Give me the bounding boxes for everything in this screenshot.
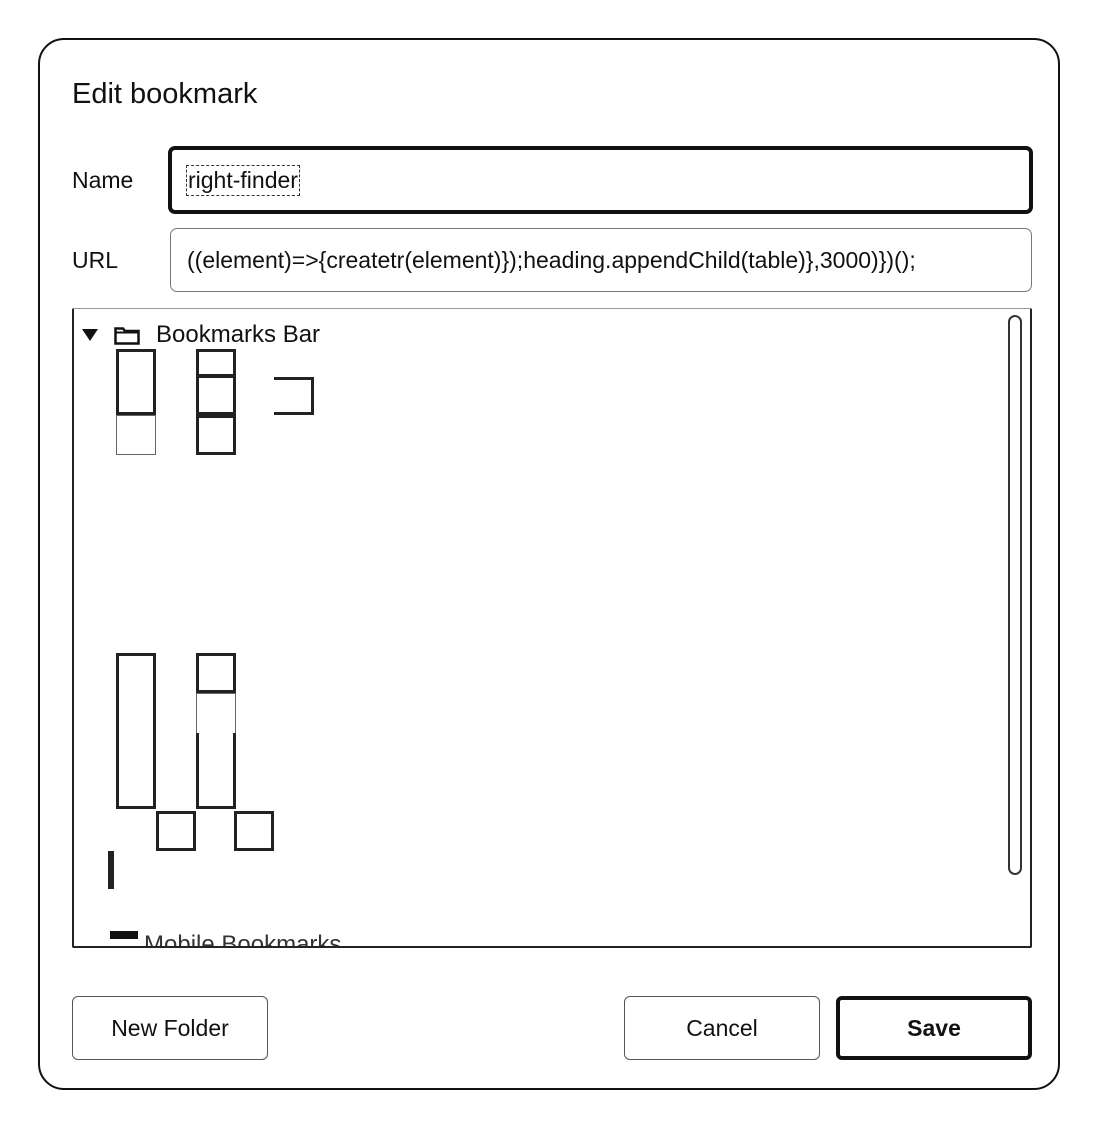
tree-item-label: Mobile Bookmarks: [144, 931, 342, 948]
render-artifact: [196, 733, 236, 809]
render-artifact: [108, 851, 114, 889]
folder-tree[interactable]: Bookmarks Bar Mobile Bookmarks: [72, 308, 1032, 948]
url-input-value: ((element)=>{createtr(element)});heading…: [187, 246, 916, 273]
name-input[interactable]: right-finder: [168, 146, 1033, 214]
tree-scrollbar[interactable]: [1008, 315, 1022, 875]
render-artifact: [196, 349, 236, 377]
expand-triangle-icon[interactable]: [82, 329, 98, 341]
url-input[interactable]: ((element)=>{createtr(element)});heading…: [170, 228, 1032, 292]
name-input-value: right-finder: [186, 164, 300, 196]
tree-item-label: Bookmarks Bar: [156, 321, 321, 348]
render-artifact: [196, 375, 236, 415]
render-artifact: [196, 653, 236, 693]
name-label: Name: [72, 167, 134, 193]
render-artifact: [196, 693, 236, 733]
cancel-button[interactable]: Cancel: [624, 996, 820, 1060]
render-artifact: [116, 653, 156, 809]
save-button[interactable]: Save: [836, 996, 1032, 1060]
url-label: URL: [72, 247, 119, 273]
render-artifact: [116, 349, 156, 415]
render-artifact: [156, 811, 196, 851]
new-folder-button[interactable]: New Folder: [72, 996, 268, 1060]
render-artifact: [274, 377, 314, 415]
render-artifact: [116, 415, 156, 455]
folder-icon: [110, 931, 138, 939]
render-artifact: [234, 811, 274, 851]
tree-item-mobile-bookmarks[interactable]: Mobile Bookmarks: [110, 931, 342, 948]
tree-item-bookmarks-bar[interactable]: Bookmarks Bar: [82, 317, 320, 353]
render-artifact: [196, 415, 236, 455]
dialog-title: Edit bookmark: [72, 78, 258, 110]
folder-icon: [114, 327, 140, 345]
